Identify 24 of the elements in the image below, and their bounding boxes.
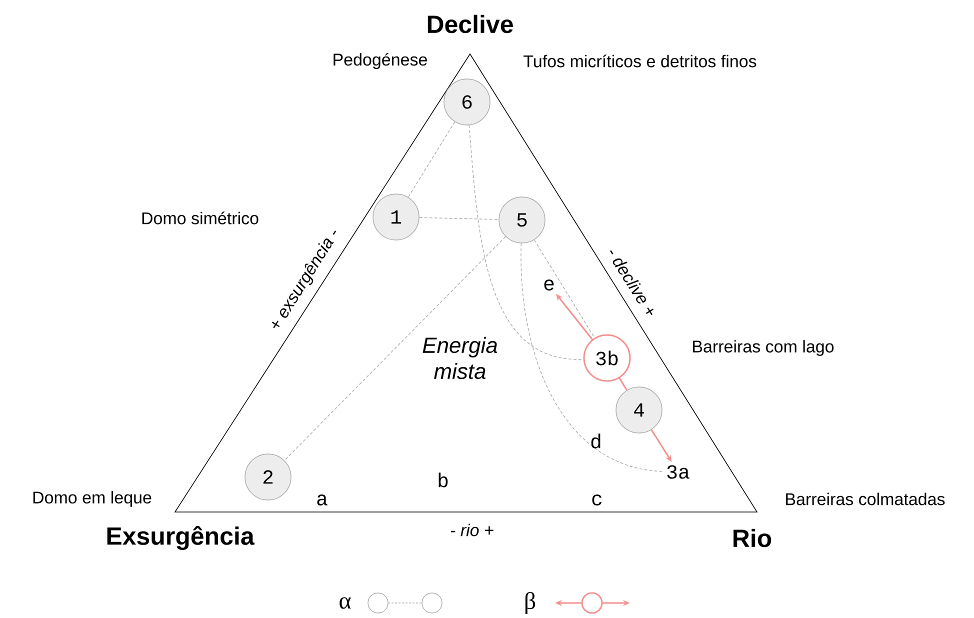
axis-label: - rio + (450, 524, 494, 536)
connector-line (520, 242, 664, 472)
point-label: b (438, 472, 448, 488)
point-label: 3a (667, 465, 690, 479)
connector-line (468, 124, 584, 360)
corner-label: Pedogénese (334, 52, 427, 70)
corner-label: Tufos micríticos e detritos finos (524, 54, 756, 68)
point-label: c (592, 494, 602, 506)
point-label: e (544, 280, 554, 290)
connector-line (534, 240, 595, 338)
connector-line (419, 217, 500, 220)
connector-line (618, 378, 628, 391)
connector-line (408, 122, 456, 198)
corner-label: Barreiras com lago (693, 340, 834, 356)
legend-label: α (340, 597, 351, 609)
point-label: d (591, 434, 600, 448)
point-label: a (317, 494, 328, 506)
corner-label: Barreiras colmatadas (786, 492, 945, 506)
corner-label: Domo em leque (33, 491, 152, 507)
corner-label: Domo simétrico (142, 212, 258, 224)
legend-label: β (525, 592, 536, 614)
field-label: Energia mista (422, 336, 498, 380)
corner-title: Rio (734, 528, 772, 548)
connector-line (284, 236, 506, 461)
